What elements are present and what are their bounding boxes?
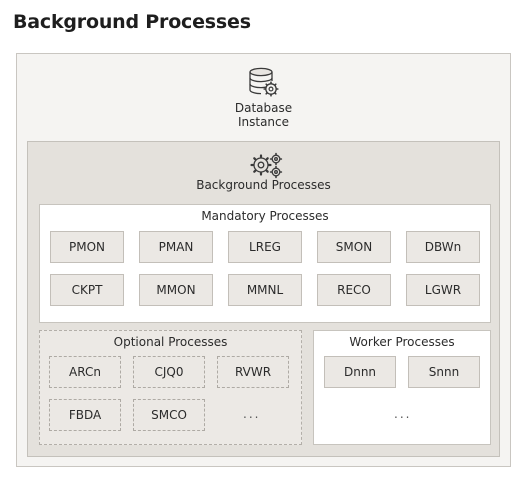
process-box: DBWn bbox=[406, 231, 480, 263]
database-gear-icon bbox=[249, 67, 279, 97]
process-box: RVWR bbox=[217, 356, 289, 388]
worker-processes-title: Worker Processes bbox=[349, 335, 455, 349]
process-box: MMNL bbox=[228, 274, 302, 306]
process-box: Snnn bbox=[408, 356, 480, 388]
worker-processes-panel: Worker Processes Dnnn Snnn ... bbox=[313, 330, 491, 445]
gears-icon bbox=[250, 152, 283, 179]
process-box: SMON bbox=[317, 231, 391, 263]
database-instance-container: Database Instance bbox=[16, 53, 511, 467]
mandatory-processes-panel: Mandatory Processes PMON PMAN LREG SMON … bbox=[39, 204, 491, 323]
background-processes-label: Background Processes bbox=[196, 178, 331, 192]
process-box: RECO bbox=[317, 274, 391, 306]
process-box: PMON bbox=[50, 231, 124, 263]
more-ellipsis: ... bbox=[243, 407, 261, 421]
page-title: Background Processes bbox=[13, 11, 251, 33]
process-box: CJQ0 bbox=[133, 356, 205, 388]
process-box: FBDA bbox=[49, 399, 121, 431]
process-box: MMON bbox=[139, 274, 213, 306]
background-processes-container: Background Processes Mandatory Processes… bbox=[27, 141, 500, 457]
database-instance-label: Database Instance bbox=[234, 101, 293, 129]
process-box: SMCO bbox=[133, 399, 205, 431]
optional-processes-title: Optional Processes bbox=[113, 335, 228, 349]
process-box: Dnnn bbox=[324, 356, 396, 388]
optional-processes-panel: Optional Processes ARCn CJQ0 RVWR FBDA S… bbox=[39, 330, 302, 445]
process-box: ARCn bbox=[49, 356, 121, 388]
process-box: LREG bbox=[228, 231, 302, 263]
mandatory-processes-title: Mandatory Processes bbox=[201, 209, 329, 223]
process-box: CKPT bbox=[50, 274, 124, 306]
more-ellipsis: ... bbox=[394, 407, 412, 421]
process-box: LGWR bbox=[406, 274, 480, 306]
process-box: PMAN bbox=[139, 231, 213, 263]
